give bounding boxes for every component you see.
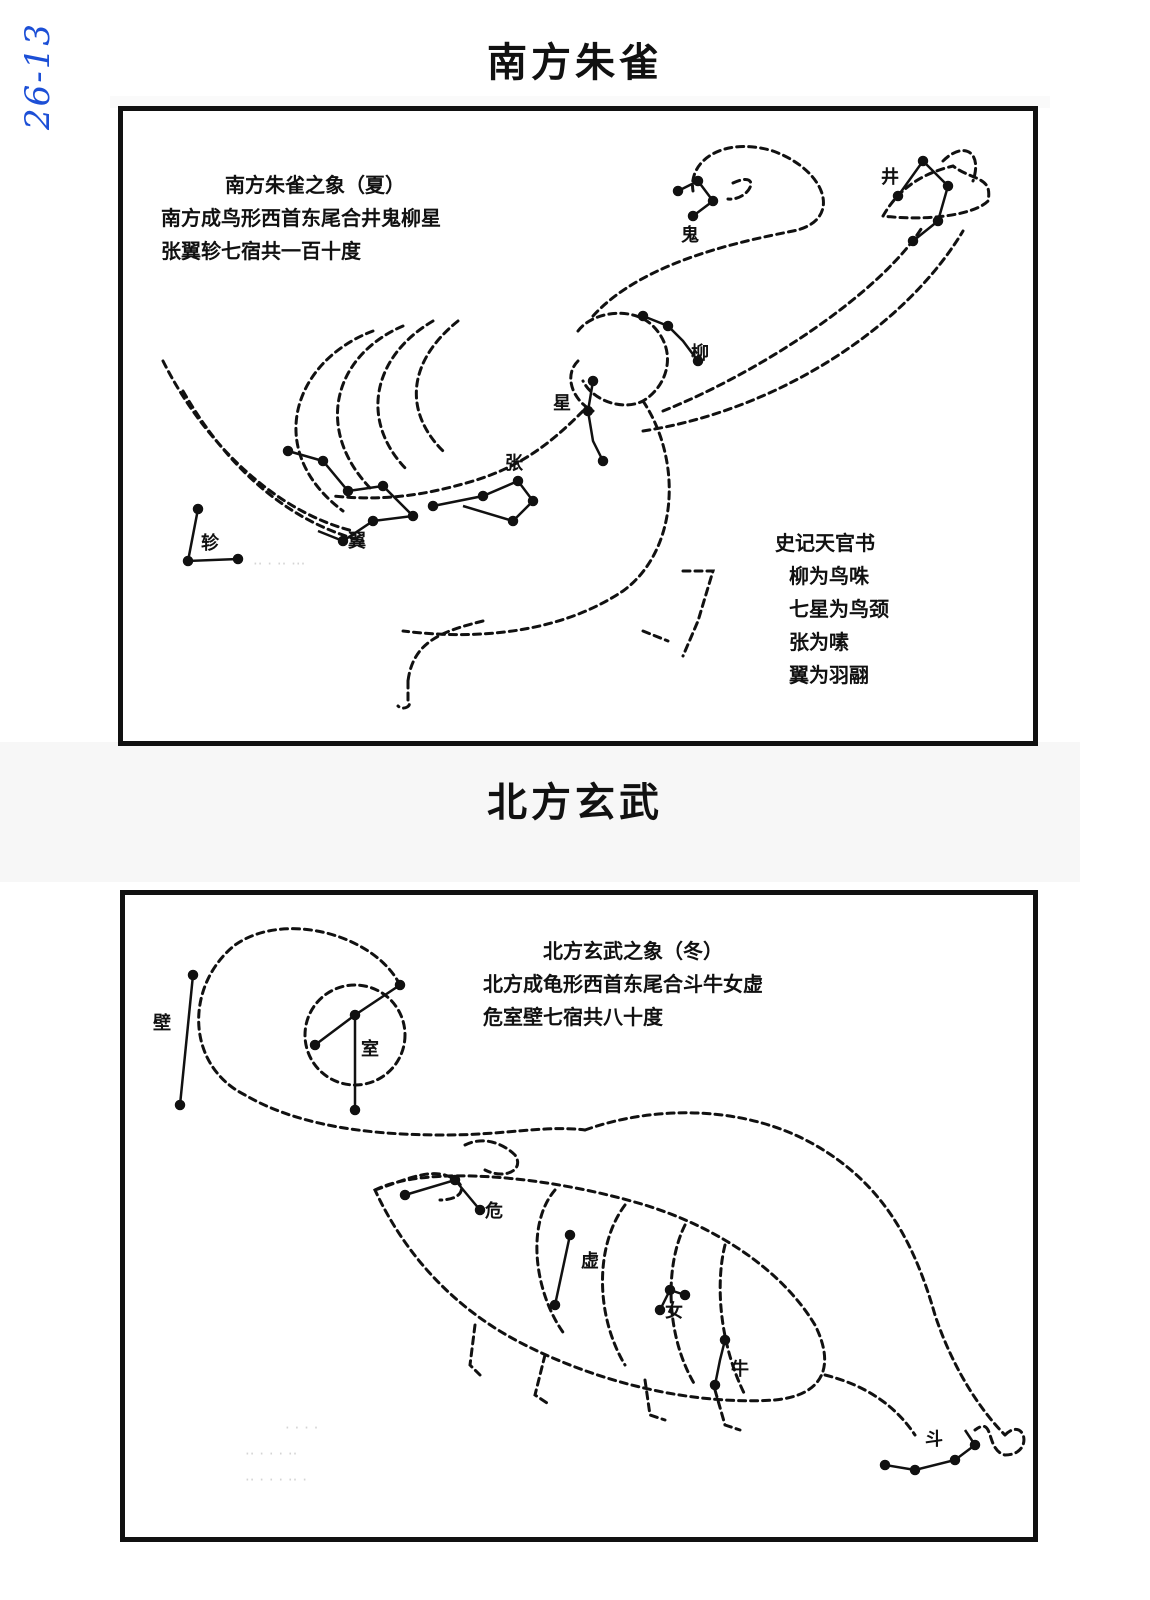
label-shi: 室 xyxy=(361,1039,379,1060)
south-quote-line3: 张为嗉 xyxy=(789,630,849,654)
south-caption-line1: 南方成鸟形西首东尾合井鬼柳星 xyxy=(161,206,441,230)
south-caption: 南方朱雀之象（夏） 南方成鸟形西首东尾合井鬼柳星 张翼轸七宿共一百十度 xyxy=(161,169,441,268)
label-xu: 虚 xyxy=(581,1251,599,1272)
label-zhang: 张 xyxy=(505,453,523,474)
label-wei: 危 xyxy=(485,1201,503,1222)
south-title: 南方朱雀 xyxy=(487,40,663,86)
paper-strip-top xyxy=(110,96,1050,108)
north-title: 北方玄武 xyxy=(487,780,663,826)
south-quote: 史记天官书 柳为鸟咮 七星为鸟颈 张为嗉 翼为羽翮 xyxy=(775,527,889,692)
label-jing: 井 xyxy=(881,167,899,188)
south-caption-line2: 张翼轸七宿共一百十度 xyxy=(161,239,361,263)
south-quote-line2: 七星为鸟颈 xyxy=(789,597,889,621)
north-diagram-panel: 北方玄武之象（冬） 北方成龟形西首东尾合斗牛女虚 危室壁七宿共八十度 · · ·… xyxy=(120,890,1038,1542)
label-bi: 壁 xyxy=(153,1013,171,1034)
north-caption-line1: 北方成龟形西首东尾合斗牛女虚 xyxy=(483,972,763,996)
label-yi: 翼 xyxy=(348,531,366,552)
south-quote-heading: 史记天官书 xyxy=(775,531,875,555)
north-bleed-through-text: · · · · ·· · · · ·· ·· · · · ·· · xyxy=(245,1419,319,1489)
black-tortoise-drawing xyxy=(174,927,1026,1476)
north-caption-heading: 北方玄武之象（冬） xyxy=(543,939,723,963)
south-quote-line4: 翼为羽翮 xyxy=(789,663,869,687)
label-nv: 女 xyxy=(665,1301,683,1322)
south-quote-line1: 柳为鸟咮 xyxy=(789,564,869,588)
north-caption-line2: 危室壁七宿共八十度 xyxy=(483,1005,663,1029)
label-dou: 斗 xyxy=(925,1429,943,1450)
label-liu: 柳 xyxy=(691,343,709,364)
south-caption-heading: 南方朱雀之象（夏） xyxy=(225,173,405,197)
label-xing: 星 xyxy=(553,393,571,414)
south-bleed-through-text: ·· · ·· ··· xyxy=(253,555,306,573)
vermilion-bird-drawing xyxy=(161,145,991,710)
paper-strip-middle xyxy=(0,742,1080,882)
south-diagram-panel: 南方朱雀之象（夏） 南方成鸟形西首东尾合井鬼柳星 张翼轸七宿共一百十度 史记天官… xyxy=(118,106,1038,746)
north-caption: 北方玄武之象（冬） 北方成龟形西首东尾合斗牛女虚 危室壁七宿共八十度 xyxy=(483,935,763,1034)
label-gui: 鬼 xyxy=(681,225,699,246)
label-niu: 牛 xyxy=(731,1359,749,1380)
label-zhen: 轸 xyxy=(201,533,219,554)
